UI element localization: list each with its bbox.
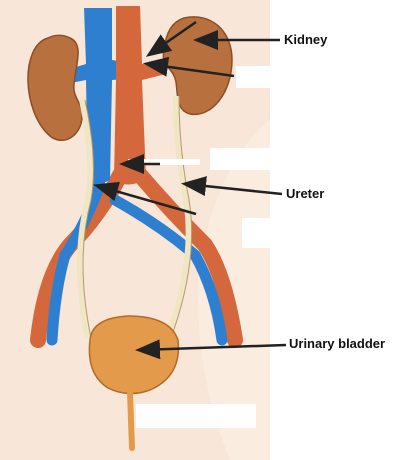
right-ureter-outline: [170, 95, 193, 339]
aorta: [114, 6, 166, 185]
right-ureter: [165, 95, 192, 340]
ureter-pointer-arrow: [181, 176, 283, 197]
kidney-label: Kidney: [284, 32, 328, 47]
right-iliac-vein: [109, 194, 228, 346]
bladder-pointer-arrow: [135, 339, 287, 360]
vena-cava: [66, 8, 136, 190]
urethra: [127, 389, 135, 451]
ureter-label: Ureter: [286, 186, 325, 201]
left-ureter-outline: [82, 99, 94, 339]
label-box: [210, 148, 278, 170]
label-box: [136, 404, 256, 428]
urinary-bladder: [88, 315, 180, 395]
label-box: [242, 218, 290, 248]
left-ureter: [77, 99, 94, 339]
urinary-bladder-label: Urinary bladder: [289, 336, 386, 351]
blank-pointer-arrow: [143, 56, 235, 78]
blank-pointer-arrow: [93, 181, 197, 216]
label-box: [236, 66, 292, 88]
right-iliac-artery: [132, 167, 243, 348]
left-iliac-vein: [46, 179, 106, 346]
blank-pointer-arrow: [145, 20, 197, 57]
